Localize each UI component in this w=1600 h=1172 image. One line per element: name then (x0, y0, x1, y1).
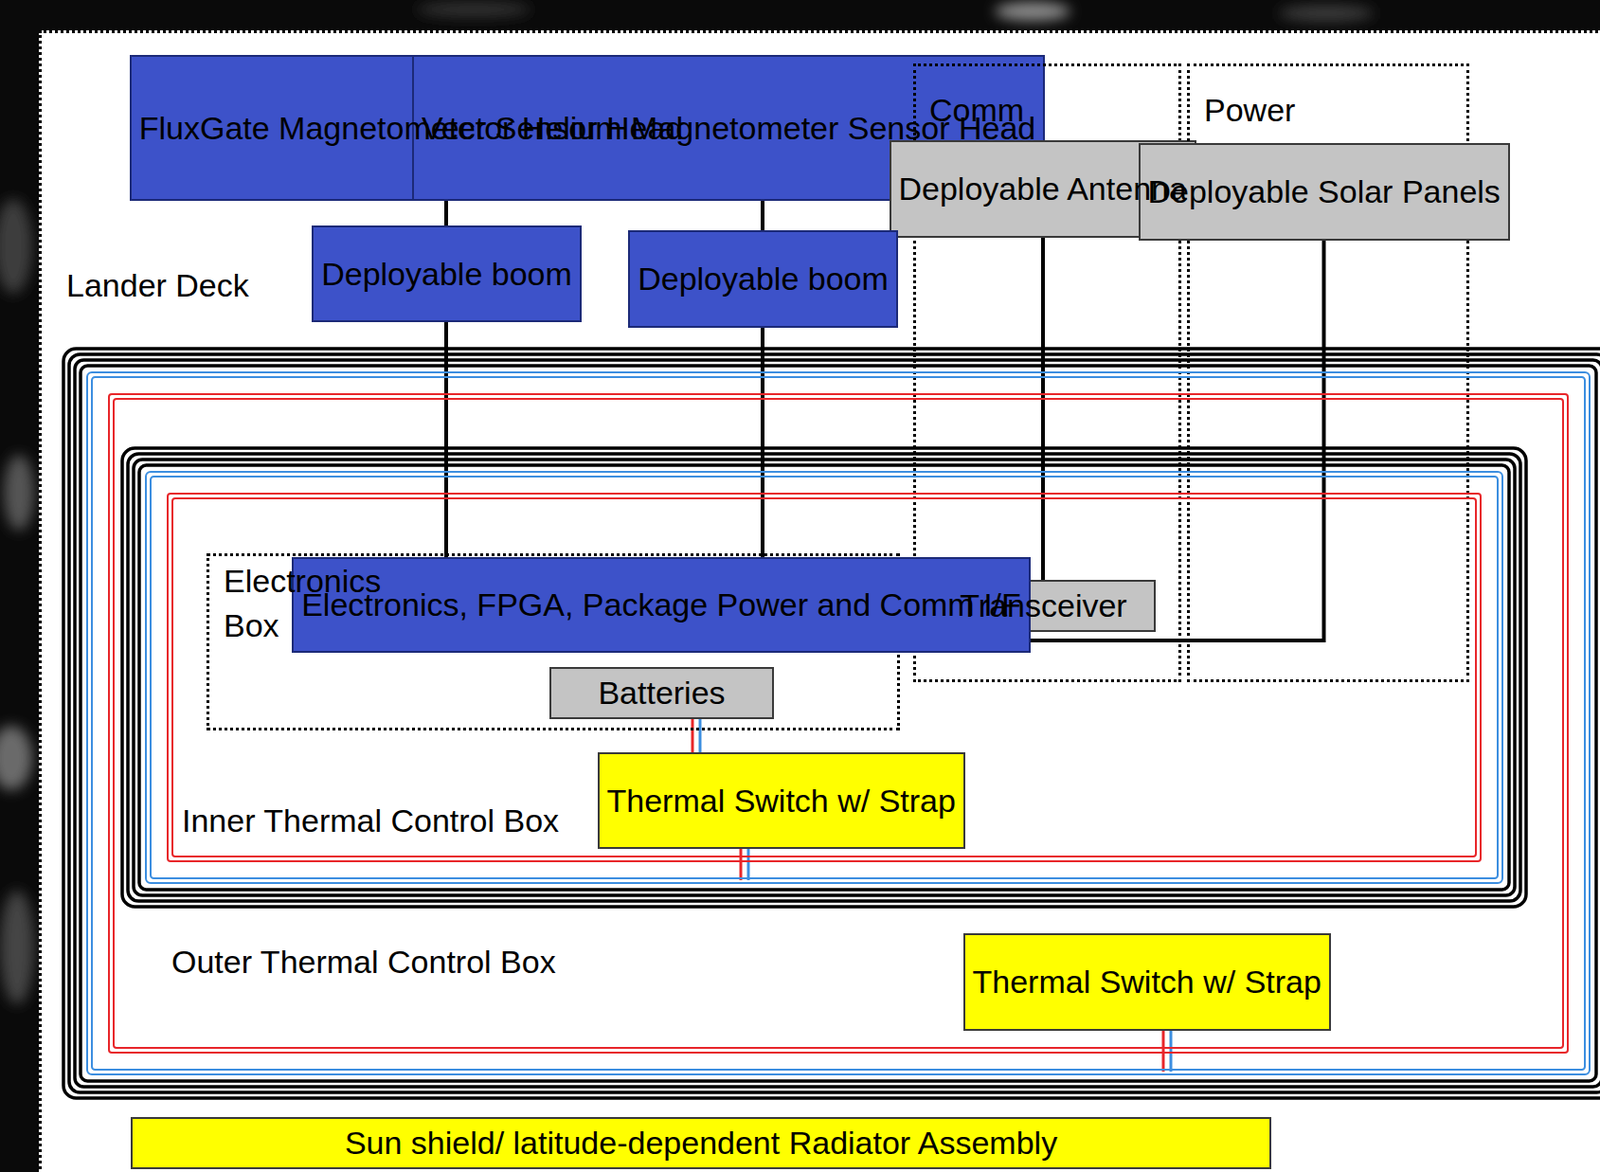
box-label: Comm (929, 88, 1025, 133)
box-label: Inner Thermal Control Box (181, 798, 559, 844)
thermal-box: Electronics, FPGA, Package Power and Com… (61, 346, 1600, 1100)
subsystem-box: Deployable Solar Panels (1138, 143, 1511, 241)
wall-line (145, 471, 1503, 883)
wall-line (113, 398, 1564, 1048)
wall-line (87, 372, 1590, 1075)
connector (1042, 237, 1044, 580)
box-label: Outer Thermal Control Box (171, 939, 557, 985)
thermal-strap-line (1162, 1030, 1166, 1072)
connector (762, 200, 764, 231)
wire-line (1041, 237, 1045, 580)
thermal-strap-line (739, 848, 743, 881)
box-label: Deployable Antenna (898, 166, 1187, 212)
box-label: Thermal Switch w/ Strap (607, 778, 956, 824)
wall-line (167, 493, 1481, 862)
box-label: Power (1204, 88, 1295, 133)
connector (1163, 1030, 1171, 1072)
wire-line (444, 322, 449, 558)
connector (692, 719, 701, 754)
box-label: Deployable Solar Panels (1148, 169, 1501, 215)
connector (762, 327, 764, 558)
wall-line (91, 377, 1585, 1070)
wall-line (80, 365, 1597, 1081)
connector (740, 848, 749, 881)
connector (446, 322, 448, 558)
thermal-strap-line (747, 848, 751, 881)
thermal-box: Electronics, FPGA, Package Power and Com… (120, 446, 1529, 909)
thermal-strap-line (691, 719, 695, 754)
box-label: Thermal Switch w/ Strap (972, 959, 1322, 1005)
instrument-box: Electronics, FPGA, Package Power and Com… (291, 557, 1031, 653)
thermal-part-box: Sun shield/ latitude-dependent Radiator … (130, 1116, 1272, 1169)
deck-ground (38, 30, 1600, 1172)
instrument-box: Deployable boom (311, 225, 582, 323)
box-label: Deployable boom (637, 256, 889, 302)
box-label: Deployable boom (321, 251, 573, 297)
connector (446, 200, 448, 226)
wall-line (139, 465, 1510, 890)
thermal-part-box: Thermal Switch w/ Strap (963, 933, 1331, 1031)
wire-line (760, 327, 765, 558)
wall-line (133, 459, 1515, 896)
wall-line (63, 348, 1600, 1098)
wall-line (127, 453, 1521, 901)
wire-line (444, 200, 449, 226)
subsystem-box: Batteries (549, 666, 774, 720)
box-label: Electronics, FPGA, Package Power and Com… (301, 582, 1022, 628)
instrument-box: Deployable boom (628, 230, 899, 328)
wall-line (108, 394, 1568, 1053)
deck-region: FluxGate Magnetometer Sensor HeadVector … (38, 30, 1600, 1172)
wall-line (69, 354, 1600, 1093)
box-label: Sun shield/ latitude-dependent Radiator … (344, 1120, 1058, 1166)
wall-line (74, 359, 1600, 1087)
wall-line (122, 448, 1527, 907)
wall-line (150, 476, 1498, 879)
thermal-strap-line (1169, 1030, 1173, 1072)
wall-line (172, 498, 1476, 857)
wire-line (760, 200, 765, 231)
group-outline: Electronics, FPGA, Package Power and Com… (206, 553, 900, 731)
box-label: Lander Deck (66, 263, 250, 308)
thermal-part-box: Thermal Switch w/ Strap (597, 752, 966, 849)
box-label: Batteries (597, 670, 725, 716)
thermal-strap-line (699, 719, 702, 754)
box-label: Electronics Box (223, 558, 404, 648)
